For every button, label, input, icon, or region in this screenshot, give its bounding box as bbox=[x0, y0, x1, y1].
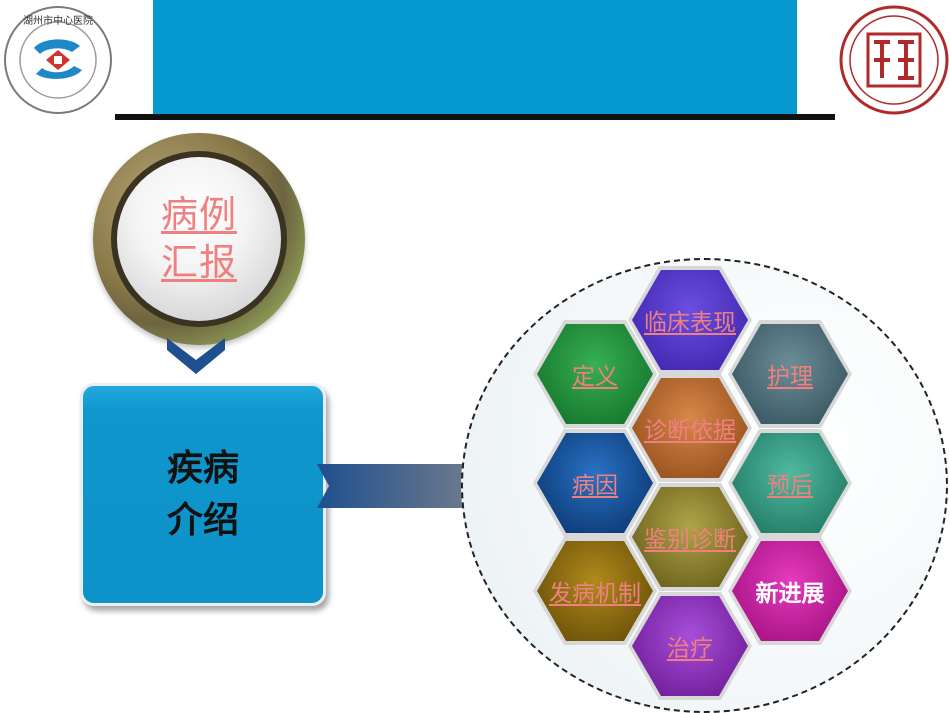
hex-treatment-fill: 治疗 bbox=[632, 596, 748, 696]
hex-etiology-label: 病因 bbox=[572, 473, 618, 499]
case-report-button[interactable]: 病例 汇报 bbox=[117, 157, 281, 321]
hospital-logo-icon: 湖州市中心医院 bbox=[4, 6, 112, 114]
case-report-label-1: 病例 bbox=[161, 193, 237, 236]
hex-clinical-label: 临床表现 bbox=[644, 310, 736, 336]
hex-treatment[interactable]: 治疗 bbox=[628, 592, 752, 700]
hex-diagnosis-fill: 诊断依据 bbox=[632, 378, 748, 478]
hex-definition-label: 定义 bbox=[572, 364, 618, 390]
hex-prognosis[interactable]: 预后 bbox=[728, 429, 852, 537]
hex-differential-fill: 鉴别诊断 bbox=[632, 487, 748, 587]
hex-clinical-fill: 临床表现 bbox=[632, 270, 748, 370]
hex-treatment-label: 治疗 bbox=[667, 636, 713, 662]
hex-pathogenesis-label: 发病机制 bbox=[549, 581, 641, 607]
svg-text:湖州市中心医院: 湖州市中心医院 bbox=[23, 14, 93, 27]
hex-differential[interactable]: 鉴别诊断 bbox=[628, 483, 752, 591]
hex-differential-label: 鉴别诊断 bbox=[644, 527, 736, 553]
disease-intro-label-2: 介绍 bbox=[166, 499, 239, 541]
hex-prognosis-fill: 预后 bbox=[732, 433, 848, 533]
hex-advances-label: 新进展 bbox=[755, 581, 825, 607]
case-report-label-2: 汇报 bbox=[161, 241, 237, 284]
chevron-down-icon bbox=[167, 338, 225, 374]
hex-nursing-label: 护理 bbox=[767, 364, 813, 390]
university-seal-icon bbox=[839, 5, 949, 115]
hex-pathogenesis[interactable]: 发病机制 bbox=[533, 537, 657, 645]
hex-clinical[interactable]: 临床表现 bbox=[628, 266, 752, 374]
title-banner bbox=[153, 0, 797, 114]
disease-intro-label-1: 疾病 bbox=[166, 447, 239, 489]
hex-advances-fill: 新进展 bbox=[732, 541, 848, 641]
hex-nursing[interactable]: 护理 bbox=[728, 320, 852, 428]
hex-prognosis-label: 预后 bbox=[767, 473, 813, 499]
hex-diagnosis[interactable]: 诊断依据 bbox=[628, 374, 752, 482]
hex-etiology[interactable]: 病因 bbox=[533, 429, 657, 537]
disease-intro-card[interactable]: 疾病 介绍 bbox=[80, 383, 326, 606]
header-rule bbox=[115, 114, 835, 120]
hex-definition[interactable]: 定义 bbox=[533, 320, 657, 428]
hex-etiology-fill: 病因 bbox=[537, 433, 653, 533]
hex-definition-fill: 定义 bbox=[537, 324, 653, 424]
hex-advances[interactable]: 新进展 bbox=[728, 537, 852, 645]
hex-pathogenesis-fill: 发病机制 bbox=[537, 541, 653, 641]
hex-diagnosis-label: 诊断依据 bbox=[644, 418, 736, 444]
hex-nursing-fill: 护理 bbox=[732, 324, 848, 424]
